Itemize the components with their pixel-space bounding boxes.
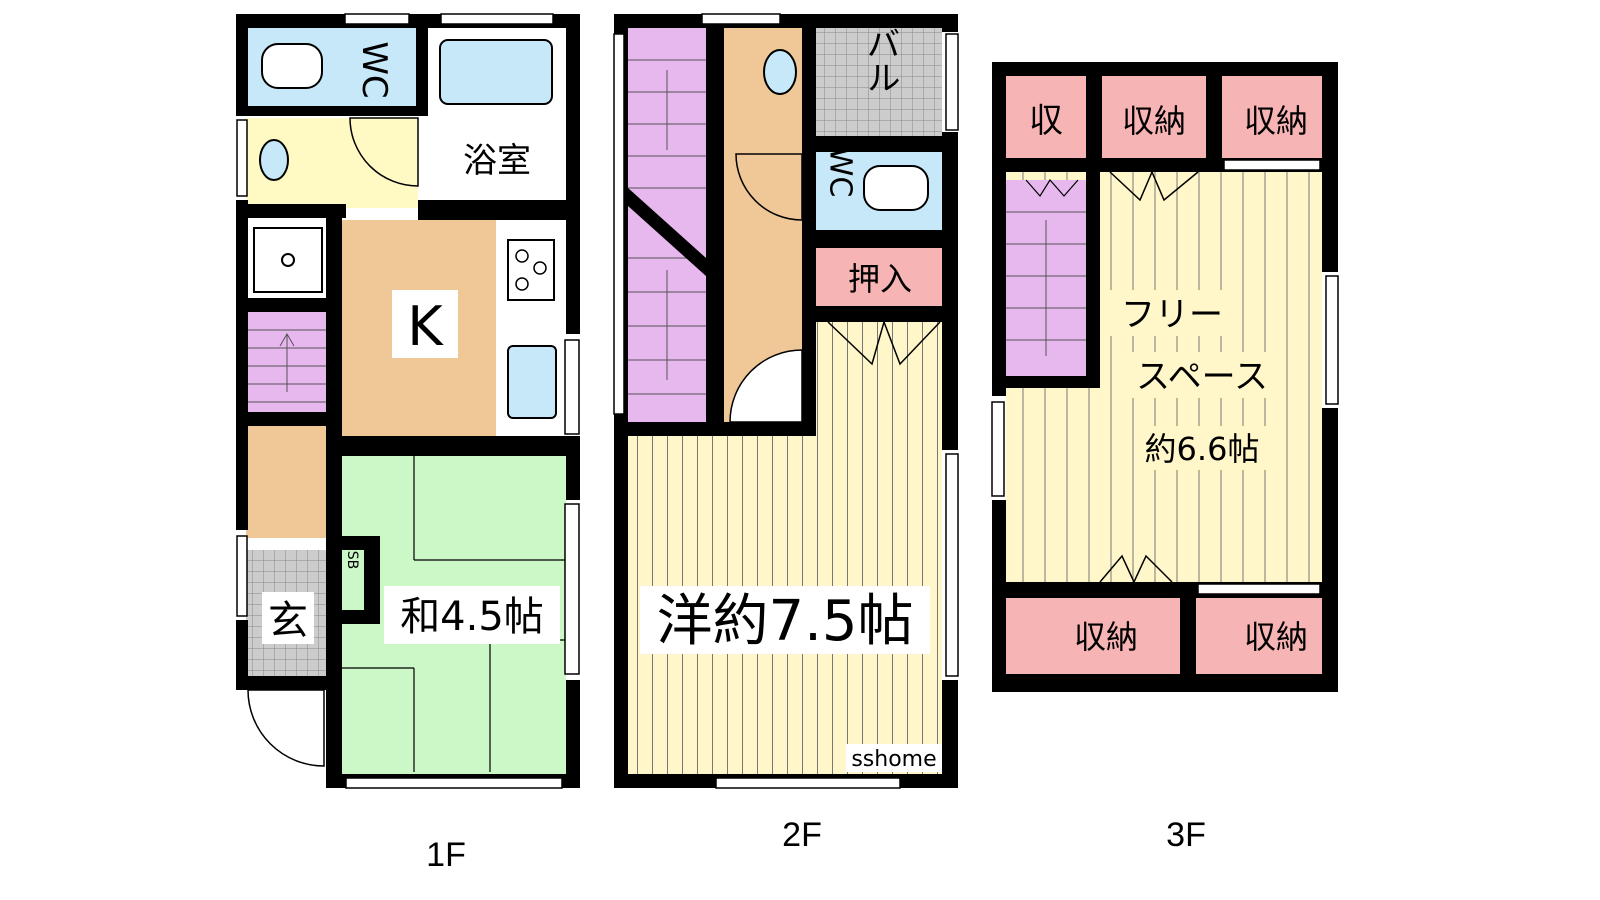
kitchen-sink — [507, 345, 557, 419]
toilet-1f — [261, 43, 323, 89]
stair-treads-2f — [628, 59, 706, 395]
oshiire-panel — [816, 248, 942, 306]
tatami-lines — [342, 456, 566, 772]
sink-1f — [259, 139, 289, 181]
door-swing-2f-top — [735, 153, 803, 221]
floor-2f: バル WC 押入 洋約7.5帖 sshome — [613, 13, 959, 789]
free-space-size-box — [1134, 426, 1270, 470]
free-space-label-line1: フリー — [1121, 295, 1223, 335]
bath-label: 浴室 — [463, 141, 531, 181]
balcony-floor — [816, 28, 942, 136]
washing-machine — [253, 227, 323, 293]
burner-icon — [533, 261, 547, 275]
storage-a-label: 収納 — [1122, 102, 1186, 140]
genkan-label: 玄 — [268, 598, 308, 644]
wc-label-1f: WC — [354, 41, 394, 98]
genkan-label-box — [262, 592, 314, 644]
door-swing-stairs-3f — [1025, 178, 1079, 198]
floor-label-1f: 1F — [426, 836, 466, 874]
shoebox-label: SB — [344, 551, 360, 570]
floor-label-2f: 2F — [782, 816, 822, 854]
storage-d-panel — [1196, 598, 1322, 674]
storage-d-label: 収納 — [1244, 618, 1308, 656]
sink-2f — [763, 49, 797, 95]
toilet-2f — [863, 165, 929, 211]
storage-b-label: 収納 — [1244, 102, 1308, 140]
youshitsu-label-box — [640, 586, 930, 654]
windows-2f — [613, 13, 959, 789]
windows-1f — [236, 13, 580, 789]
burner-icon — [515, 249, 529, 263]
watermark-text: sshome — [851, 747, 936, 772]
door-swing-washroom — [349, 117, 419, 187]
balcony-label: バル — [860, 26, 900, 94]
stove — [507, 239, 555, 301]
free-space-size-label: 約6.6帖 — [1145, 430, 1260, 468]
walls-3f — [992, 62, 1338, 692]
bathtub — [439, 39, 553, 105]
storage-c-panel — [1006, 598, 1180, 674]
hall-1f — [246, 426, 328, 538]
door-swing-storage-c — [1099, 554, 1173, 584]
free-space-label-box-2 — [1120, 352, 1284, 398]
storage-small-panel — [1006, 76, 1086, 158]
free-space-label-line2: スペース — [1136, 357, 1268, 397]
oshiire-label: 押入 — [848, 260, 912, 298]
free-space-label-box-1 — [1110, 290, 1234, 336]
floor-label-3f: 3F — [1166, 816, 1206, 854]
storage-c-label: 収納 — [1074, 618, 1138, 656]
door-swing-storage-a — [1109, 170, 1199, 202]
storage-a-panel — [1102, 76, 1206, 158]
washitsu-label-box — [384, 586, 560, 644]
washing-drum — [281, 253, 295, 267]
stair-treads-1f — [246, 329, 328, 403]
floor-1f: WC 浴室 K 和4.5帖 玄 SB — [236, 13, 580, 789]
stair-treads-3f — [1006, 211, 1086, 356]
youshitsu-label: 洋約7.5帖 — [656, 589, 913, 654]
storage-small-label: 収 — [1029, 101, 1063, 141]
burner-icon — [515, 277, 529, 291]
kitchen-label: K — [407, 295, 444, 358]
storage-b-panel — [1222, 76, 1322, 158]
door-swing-oshiire — [827, 319, 941, 366]
windows-3f — [991, 159, 1339, 595]
washitsu-label: 和4.5帖 — [400, 594, 544, 640]
watermark-box — [846, 744, 942, 772]
door-swing-entrance — [247, 689, 325, 767]
floor-3f: 収 収納 収納 フリー スペース 約6.6帖 収納 収納 — [991, 62, 1339, 692]
door-swing-2f-bottom — [729, 349, 803, 423]
kitchen-label-box — [392, 290, 458, 358]
wc-label-2f: WC — [823, 147, 858, 198]
